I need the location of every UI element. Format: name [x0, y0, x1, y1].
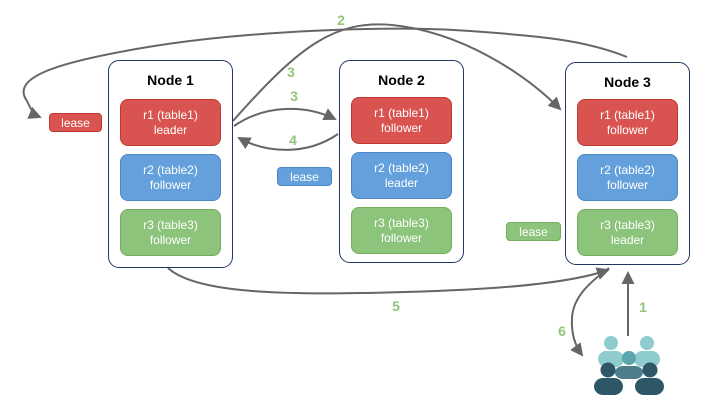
lease-badge-table2: lease [277, 167, 332, 186]
users-front-row [594, 362, 664, 395]
step-label-2: 2 [337, 12, 345, 28]
replica-name: r2 (table2) [143, 162, 198, 177]
node-1-replica-r2: r2 (table2) follower [120, 154, 221, 201]
replica-name: r1 (table1) [143, 107, 198, 122]
replica-role: follower [606, 122, 649, 137]
node-3-title: Node 3 [604, 74, 651, 90]
node-1-replica-r1: r1 (table1) leader [120, 99, 221, 146]
replica-name: r3 (table3) [143, 217, 198, 232]
lease-badge-table3: lease [506, 222, 561, 241]
replica-role: follower [149, 177, 192, 192]
node-1: Node 1 r1 (table1) leader r2 (table2) fo… [108, 60, 233, 268]
step-label-3a: 3 [287, 64, 295, 80]
node-1-replica-r3: r3 (table3) follower [120, 209, 221, 256]
users-icon [594, 336, 664, 395]
step-label-6: 6 [558, 323, 566, 339]
replica-role: follower [606, 177, 649, 192]
replica-name: r3 (table3) [600, 217, 655, 232]
node-2-title: Node 2 [378, 72, 425, 88]
node-3: Node 3 r1 (table1) follower r2 (table2) … [565, 62, 690, 265]
node-2-replica-r1: r1 (table1) follower [351, 97, 452, 144]
step-label-3b: 3 [290, 88, 298, 104]
node-2-replica-r3: r3 (table3) follower [351, 207, 452, 254]
node-1-title: Node 1 [147, 72, 194, 88]
lease-badge-table1: lease [49, 113, 102, 132]
users-middle-person [615, 351, 643, 379]
users-back-row [598, 336, 660, 367]
replica-role: leader [384, 175, 419, 190]
arrow-step3-node1-to-node2 [233, 107, 337, 127]
replica-role: follower [380, 230, 423, 245]
node-3-replica-r1: r1 (table1) follower [577, 99, 678, 146]
replica-role: follower [149, 232, 192, 247]
replica-role: leader [610, 232, 645, 247]
replica-name: r1 (table1) [600, 107, 655, 122]
replica-role: follower [380, 120, 423, 135]
node-2: Node 2 r1 (table1) follower r2 (table2) … [339, 60, 464, 263]
arrow-step5-node1-to-node3 [167, 267, 610, 295]
replica-name: r3 (table3) [374, 215, 429, 230]
node-2-replica-r2: r2 (table2) leader [351, 152, 452, 199]
step-label-1: 1 [639, 299, 647, 315]
replica-name: r1 (table1) [374, 105, 429, 120]
node-3-replica-r3: r3 (table3) leader [577, 209, 678, 256]
step-label-4: 4 [289, 132, 297, 148]
node-3-replica-r2: r2 (table2) follower [577, 154, 678, 201]
replica-name: r2 (table2) [600, 162, 655, 177]
step-label-5: 5 [392, 298, 400, 314]
replica-role: leader [153, 122, 188, 137]
replica-name: r2 (table2) [374, 160, 429, 175]
